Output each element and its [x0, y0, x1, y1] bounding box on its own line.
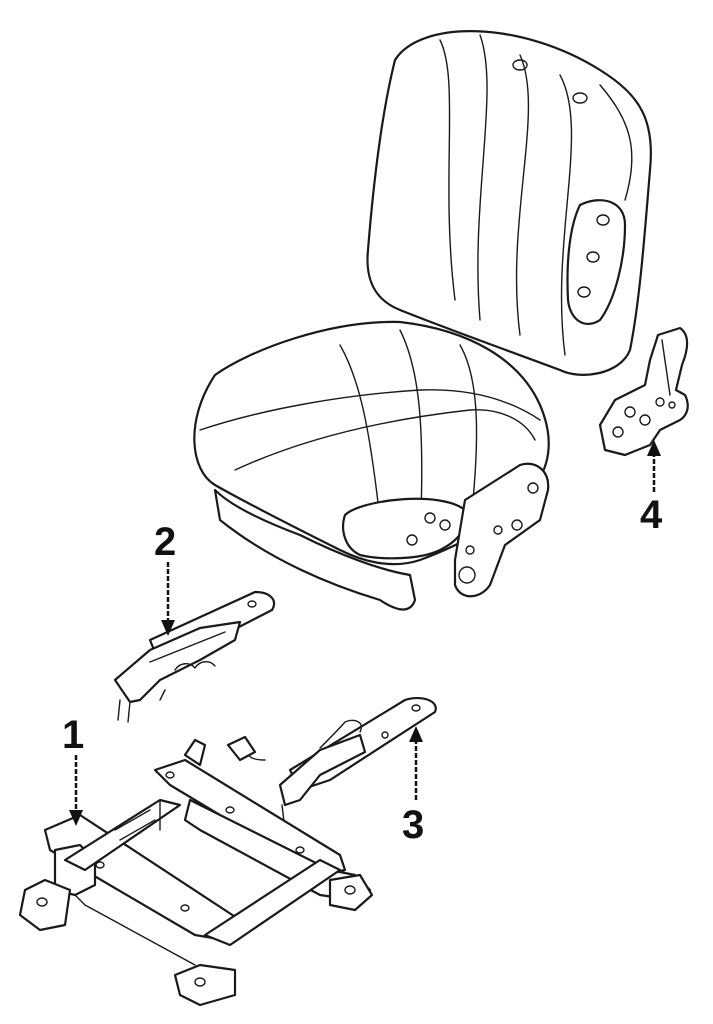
- callout-3-label: 3: [402, 803, 424, 847]
- callout-2-label: 2: [154, 520, 176, 564]
- callout-3: 3: [402, 726, 424, 847]
- inner-seat-track: [113, 590, 276, 723]
- callout-2: 2: [154, 520, 176, 636]
- callout-1-label: 1: [62, 713, 84, 757]
- callout-1: 1: [62, 713, 84, 826]
- recliner-hinge-bracket: [598, 326, 689, 457]
- outer-seat-track: [226, 696, 437, 831]
- callout-4-label: 4: [640, 493, 663, 537]
- seat-frame-base: [18, 738, 374, 1007]
- callout-4: 4: [640, 440, 663, 537]
- seat-cushion: [193, 320, 550, 611]
- seat-back: [366, 30, 652, 376]
